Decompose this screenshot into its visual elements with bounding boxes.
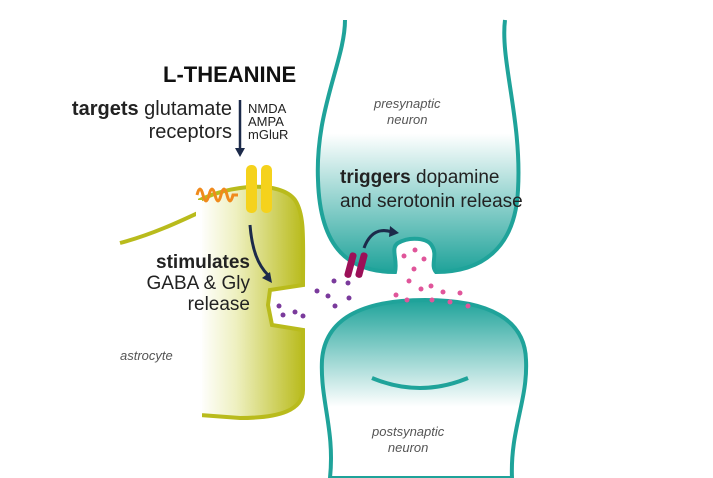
receptor-ampa: AMPA	[248, 114, 284, 129]
neuron-word: neuron	[387, 112, 428, 127]
presynaptic-neuron	[315, 19, 521, 275]
theanine-molecule	[195, 187, 238, 203]
glutamate-receptor	[246, 165, 257, 213]
stimulates-line3: release	[187, 294, 250, 315]
transporter	[344, 252, 357, 278]
receptor-nmda: NMDA	[248, 101, 287, 116]
receptor-mglur: mGluR	[248, 127, 289, 142]
triggers-bold: triggers	[340, 167, 411, 188]
targets-bold: targets	[71, 98, 139, 120]
curved-arrow-icon	[262, 272, 272, 283]
arrow-down-icon	[235, 148, 245, 157]
astrocyte-label: astrocyte	[120, 348, 173, 363]
stimulates-bold: stimulates	[156, 252, 250, 273]
triggers-rest: dopamine	[410, 167, 500, 188]
triggers-line2: and serotonin release	[340, 191, 523, 212]
postsynaptic-word: postsynaptic	[372, 424, 445, 439]
targets-rest: glutamate	[138, 98, 232, 120]
monoamine-molecules	[393, 247, 471, 309]
curved-arrow-icon	[389, 226, 399, 237]
presynaptic-word: presynaptic	[374, 96, 441, 111]
gaba-molecules	[276, 278, 352, 319]
postsynaptic-density	[371, 376, 469, 390]
title: L-THEANINE	[163, 62, 297, 87]
targets-line2: receptors	[148, 121, 232, 143]
neuron-word: neuron	[387, 440, 429, 455]
stimulates-line2: GABA & Gly	[146, 273, 250, 294]
receptor-list: NMDA AMPA mGluR	[248, 102, 288, 141]
triggers-text: triggers dopamine and serotonin release	[340, 166, 523, 214]
